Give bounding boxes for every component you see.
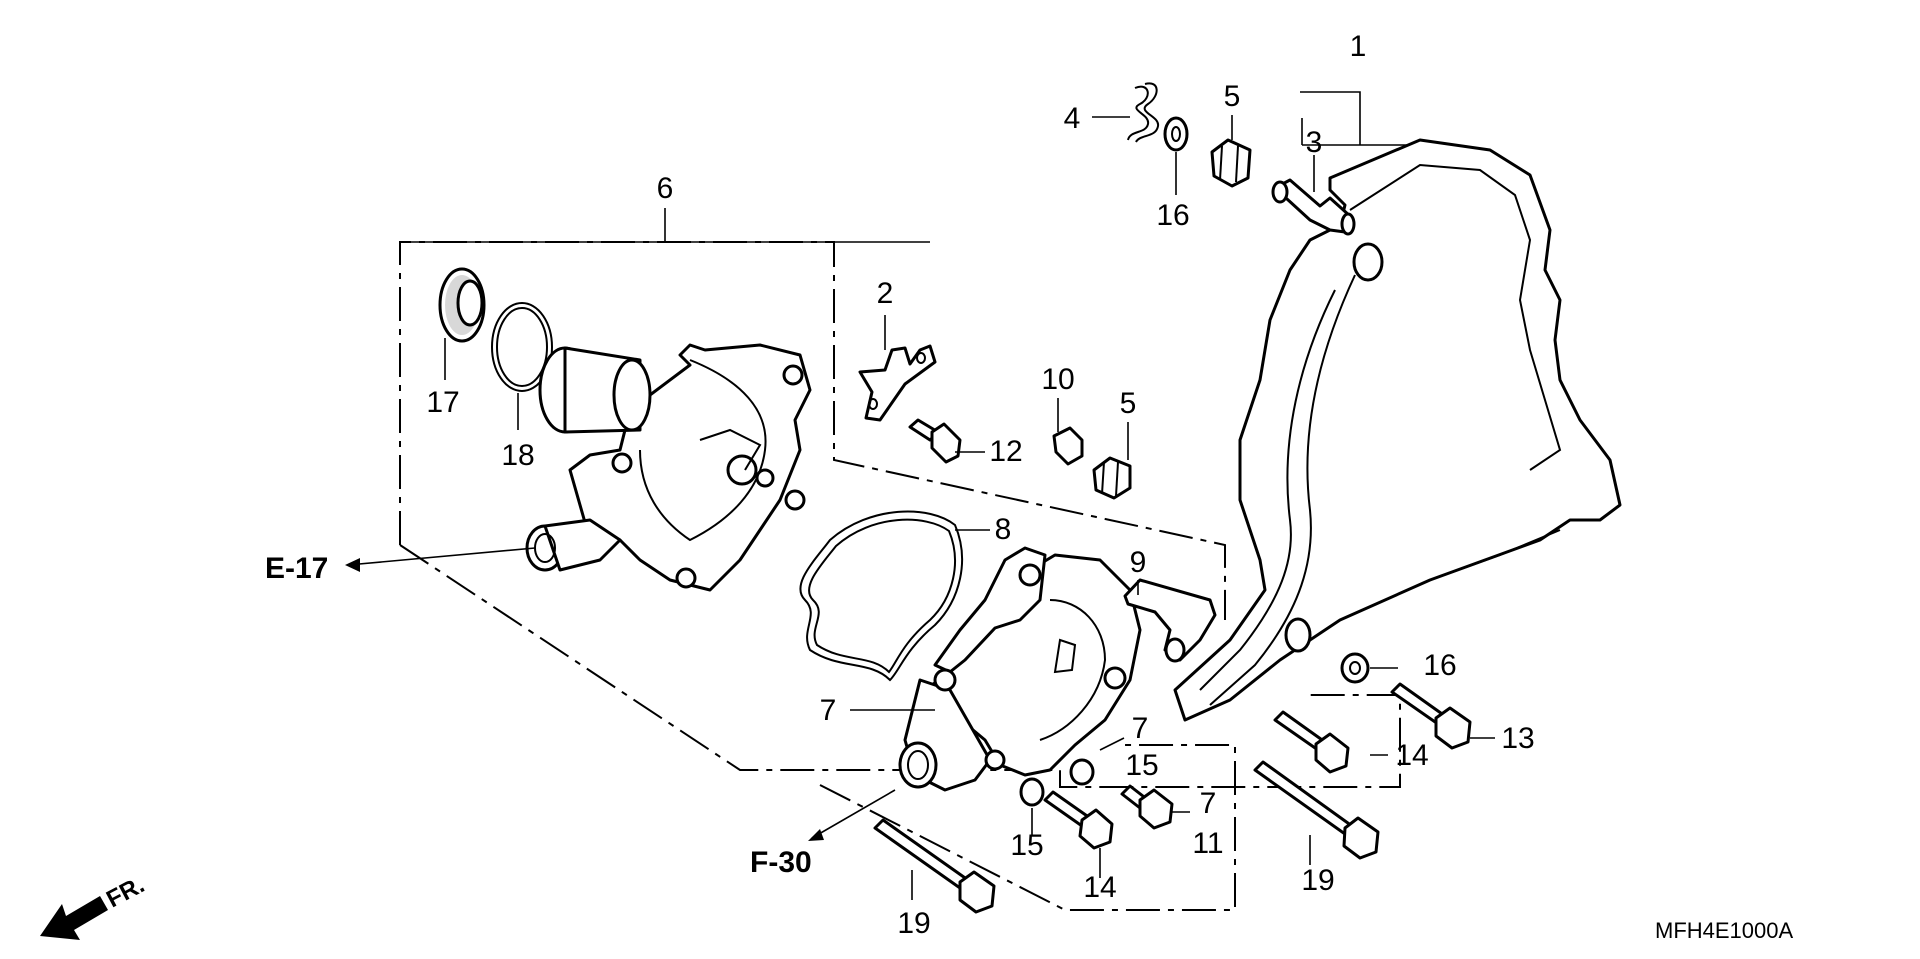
callout-15-mid: 15 [1125,749,1158,782]
bolt-part-19-low [873,818,996,914]
callout-4: 4 [1064,102,1081,135]
callout-14-low: 14 [1083,871,1116,904]
callout-7-mid: 7 [1132,712,1149,745]
drawing-code: MFH4E1000A [1655,918,1794,943]
o-ring-part-18 [491,302,553,392]
callout-19-low: 19 [897,907,930,940]
front-direction-label: FR. [102,871,149,913]
washer-part-15-mid [1069,758,1095,786]
pin-part-3 [1271,178,1356,236]
callout-14-right: 14 [1395,739,1428,772]
leader-lines [444,115,1495,900]
callout-5-top: 5 [1224,80,1241,113]
washer-part-15-low [1019,777,1045,807]
callout-10: 10 [1041,363,1074,396]
callout-1: 1 [1350,30,1367,63]
f30-arrow [808,789,896,841]
callout-2: 2 [877,277,894,310]
callout-6: 6 [657,172,674,205]
callout-19-right: 19 [1301,864,1334,897]
bolt-part-14-right [1273,710,1350,774]
gasket-part-8 [799,510,963,682]
bolt-part-11 [1120,784,1174,830]
front-direction-arrow-icon [40,896,108,940]
collar-part-10 [1052,426,1084,466]
grommet-part-5-top [1210,138,1252,188]
bolt-part-19-right [1253,760,1380,860]
callout-8: 8 [995,513,1012,546]
callout-7-left: 7 [820,694,837,727]
bracket-part-9 [1123,578,1217,663]
water-pump-body [525,343,812,592]
bolt-part-14-low [1043,790,1114,850]
callout-18: 18 [501,439,534,472]
callout-9: 9 [1130,546,1147,579]
pump-cover-part-7 [898,546,1142,792]
callout-11: 11 [1192,827,1223,860]
ref-e17-label: E-17 [265,552,328,585]
bracket-part-2 [858,344,937,422]
callout-5-mid: 5 [1120,387,1137,420]
callout-16-top: 16 [1156,199,1189,232]
callout-3: 3 [1306,126,1323,159]
callout-17: 17 [426,386,459,419]
e17-arrow [345,547,536,572]
callout-16-right: 16 [1423,649,1456,682]
callout-7-right: 7 [1200,787,1217,820]
callout-15-low: 15 [1010,829,1043,862]
callout-12: 12 [989,435,1022,468]
cover-part-1 [1173,138,1622,722]
washer-part-16-top [1163,116,1189,152]
clip-part-4 [1127,82,1160,143]
bolt-part-13 [1390,682,1472,750]
bolt-part-12 [908,418,962,464]
assembly-bracket-7 [819,744,1236,911]
washer-part-16-right [1340,652,1370,684]
grommet-part-5-mid [1092,456,1132,500]
ref-f30-label: F-30 [750,846,812,879]
oil-seal-part-17 [438,267,486,343]
callout-13: 13 [1501,722,1534,755]
